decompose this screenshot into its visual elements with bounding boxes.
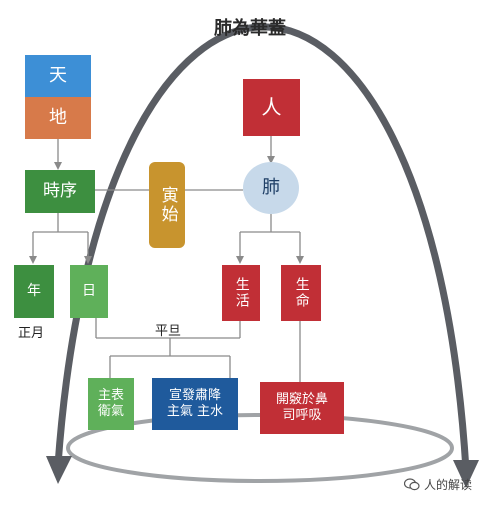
kaiqiao-line1: 開竅於鼻 [275,391,328,407]
node-xuanfa: 宣發肅降 主氣 主水 [152,378,238,430]
arch-arrow [54,23,470,471]
label-zhengyue: 正月 [18,326,45,341]
watermark: 人的解读 [404,476,472,493]
node-shengming: 生命 [281,265,321,321]
node-zhubiao: 主表衛氣 [88,378,134,430]
node-shenghuo: 生活 [222,265,260,321]
arch-arrowhead-left [46,456,72,484]
page-title: 肺為華蓋 [214,18,286,39]
node-shixu: 時序 [25,170,95,213]
label-pingdan: 平旦 [155,324,182,339]
node-fei: 肺 [243,162,299,214]
node-di: 地 [25,97,91,139]
watermark-text: 人的解读 [424,478,473,492]
node-kaiqiao: 開竅於鼻 司呼吸 [260,382,344,434]
node-ri: 日 [70,265,108,318]
zhubiao-text: 主表衛氣 [97,387,124,419]
xuanfa-line2: 主氣 主水 [166,404,224,419]
arch-arrowhead-right [453,460,479,488]
kaiqiao-line2: 司呼吸 [282,408,322,423]
chat-icon [404,478,420,491]
node-tian: 天 [25,55,91,97]
node-nian: 年 [14,265,54,318]
node-yinshi: 寅始 [149,162,185,248]
xuanfa-line1: 宣發肅降 [168,387,221,403]
node-ren: 人 [243,79,300,136]
